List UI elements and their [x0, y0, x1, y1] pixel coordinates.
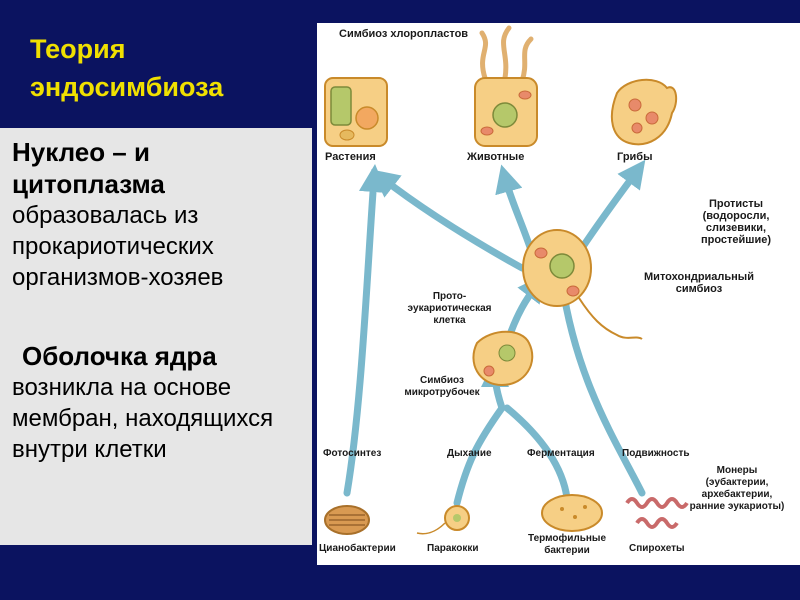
label-symbiosis-chloroplasts: Симбиоз хлоропластов	[339, 28, 469, 40]
label-respiration: Дыхание	[447, 448, 492, 459]
arrow-respiration	[453, 404, 506, 507]
arrow-protist-to-animals	[495, 164, 536, 257]
paragraph-nuclear-envelope: Оболочка ядра возникла на основе мембран…	[12, 340, 307, 465]
arrow-protist-to-plants	[370, 169, 526, 272]
paragraph-2-heading: Оболочка ядра	[22, 341, 217, 371]
label-microtubule-symbiosis: Симбиоз микротрубочек	[404, 375, 480, 398]
paragraph-1-text: образовалась из прокариотических организ…	[12, 202, 224, 291]
label-thermophilic-bacteria: Термофильные бактерии	[527, 533, 607, 556]
animal-cell-icon	[474, 25, 538, 147]
arrow-motility	[558, 279, 646, 497]
protist-cell-icon	[522, 229, 643, 340]
label-photosynthesis: Фотосинтез	[323, 448, 382, 459]
paracocci-icon	[416, 505, 470, 535]
title-line-1: Теория	[30, 34, 126, 64]
paragraph-2-text: возникла на основе мембран, находящихся …	[12, 374, 274, 463]
label-animals: Животные	[467, 151, 525, 163]
endosymbiosis-diagram: Симбиоз хлоропластов Растения Животные Г…	[317, 23, 800, 565]
arrow-protist-to-fungi	[578, 159, 646, 252]
label-plants: Растения	[325, 151, 376, 163]
arrow-fermentation	[503, 404, 571, 502]
label-fermentation: Ферментация	[527, 448, 595, 459]
label-cyanobacteria: Цианобактерии	[319, 543, 396, 554]
title-line-2: эндосимбиоза	[30, 72, 224, 102]
label-protists: Протисты (водоросли, слизевики, простейш…	[700, 198, 772, 246]
label-monera: Монеры (эубактерии, архебактерии, ранние…	[689, 465, 785, 512]
diagram-svg	[324, 25, 689, 535]
spirochetes-icon	[625, 497, 689, 529]
label-spirochetes: Спирохеты	[629, 543, 685, 554]
slide-title: Теория эндосимбиоза	[30, 30, 310, 106]
label-fungi: Грибы	[617, 151, 653, 163]
paragraph-nucleus-cytoplasm: Нуклео – и цитоплазма образовалась из пр…	[12, 136, 307, 293]
arrow-cyano-to-plants	[343, 164, 387, 497]
paragraph-1-heading: Нуклео – и цитоплазма	[12, 137, 165, 199]
text-panel: Нуклео – и цитоплазма образовалась из пр…	[0, 128, 312, 545]
label-motility: Подвижность	[622, 448, 690, 459]
label-proto-eukaryotic-cell: Прото-эукариотическая клетка	[407, 291, 492, 326]
fungi-cell-icon	[610, 78, 678, 146]
plant-cell-icon	[324, 77, 388, 147]
proto-eukaryotic-cell-icon	[472, 330, 534, 387]
label-mitochondrial-symbiosis: Митохондриальный симбиоз	[644, 271, 754, 295]
label-paracocci: Паракокки	[427, 543, 479, 554]
cyanobacteria-icon	[324, 505, 370, 535]
thermophilic-bacteria-icon	[541, 494, 603, 532]
